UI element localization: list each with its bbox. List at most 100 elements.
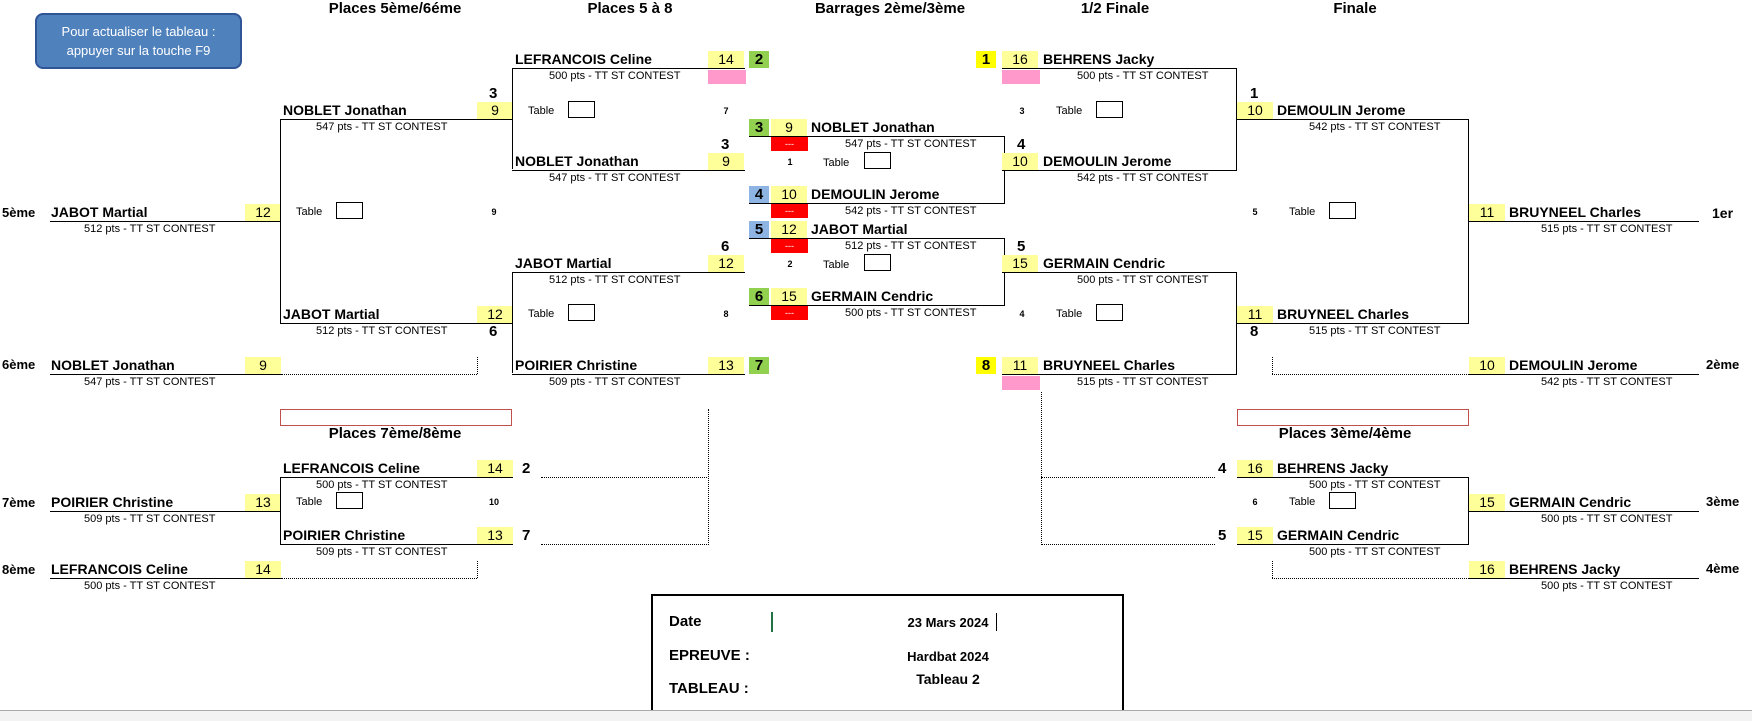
match-number: 2: [787, 259, 793, 269]
player-name: BRUYNEEL Charles: [1509, 204, 1642, 220]
score-cell: 13: [477, 527, 513, 544]
player-name: POIRIER Christine: [515, 357, 638, 373]
sheet-tabs-bar[interactable]: [0, 710, 1752, 721]
score-cell: 11: [1237, 306, 1273, 323]
table-label: Table: [823, 259, 850, 271]
score-cell: 9: [245, 357, 281, 374]
match-number: 1: [787, 157, 793, 167]
table-input[interactable]: [1329, 202, 1356, 219]
player-points: 512 pts - TT ST CONTEST: [316, 325, 448, 337]
player-name: JABOT Martial: [51, 204, 148, 220]
player-points: 542 pts - TT ST CONTEST: [1077, 172, 1209, 184]
score-cell: 12: [477, 306, 513, 323]
player-points: 542 pts - TT ST CONTEST: [1541, 376, 1673, 388]
match-number: 7: [723, 106, 729, 116]
score-cell: 12: [771, 221, 807, 238]
player-name: GERMAIN Cendric: [1043, 255, 1166, 271]
score-cell: 10: [1237, 102, 1273, 119]
header-places-7-8: Places 7ème/8ème: [328, 425, 462, 442]
table-input[interactable]: [336, 202, 363, 219]
player-name: JABOT Martial: [811, 221, 908, 237]
seed-badge: 8: [976, 357, 996, 374]
player-name: NOBLET Jonathan: [283, 102, 407, 118]
score-cell: 12: [245, 204, 281, 221]
player-name: NOBLET Jonathan: [515, 153, 639, 169]
table-label: Table: [296, 206, 323, 218]
player-name: BRUYNEEL Charles: [1277, 306, 1410, 322]
match-number: 6: [1252, 497, 1258, 507]
score-cell: 15: [771, 288, 807, 305]
score-cell: 16: [1237, 460, 1273, 477]
player-points: 547 pts - TT ST CONTEST: [845, 138, 977, 150]
header-finale: Finale: [1333, 0, 1377, 17]
info-box: Date 23 Mars 2024 EPREUVE : Hardbat 2024…: [651, 594, 1124, 714]
table-input[interactable]: [568, 101, 595, 118]
header-demi-finale: 1/2 Finale: [1080, 0, 1150, 17]
date-value[interactable]: 23 Mars 2024: [907, 615, 989, 630]
table-label: Table: [1289, 496, 1316, 508]
seed-badge: 1: [976, 51, 996, 68]
player-points: 500 pts - TT ST CONTEST: [1541, 580, 1673, 592]
score-cell: 9: [708, 153, 744, 170]
match-number: 10: [488, 497, 499, 507]
score-cell: 13: [708, 357, 744, 374]
date-label: Date: [669, 613, 702, 630]
score-cell: 16: [1469, 561, 1505, 578]
table-label: Table: [1289, 206, 1316, 218]
score-cell: 14: [477, 460, 513, 477]
player-name: GERMAIN Cendric: [1277, 527, 1400, 543]
table-label: Table: [1056, 105, 1083, 117]
player-name: DEMOULIN Jerome: [1043, 153, 1172, 169]
table-label: Table: [528, 105, 555, 117]
place-label-4: 4ème: [1706, 561, 1740, 576]
player-points: 512 pts - TT ST CONTEST: [549, 274, 681, 286]
epreuve-label: EPREUVE :: [669, 647, 750, 664]
seed-badge: 6: [749, 288, 769, 305]
player-name: DEMOULIN Jerome: [1509, 357, 1638, 373]
match-number: 8: [723, 309, 729, 319]
player-name: POIRIER Christine: [283, 527, 406, 543]
table-input[interactable]: [864, 254, 891, 271]
match-number: 4: [1019, 309, 1025, 319]
score-cell: 10: [1469, 357, 1505, 374]
player-points: 512 pts - TT ST CONTEST: [84, 223, 216, 235]
score-cell: 9: [477, 102, 513, 119]
player-points: 515 pts - TT ST CONTEST: [1309, 325, 1441, 337]
table-input[interactable]: [1096, 101, 1123, 118]
empty-cell: [280, 409, 512, 426]
player-points: 547 pts - TT ST CONTEST: [549, 172, 681, 184]
match-number: 5: [1252, 207, 1258, 217]
table-input[interactable]: [864, 152, 891, 169]
seed-badge: 3: [749, 119, 769, 136]
seed-number: 2: [522, 460, 531, 477]
status-cell: ---: [771, 239, 808, 253]
table-input[interactable]: [336, 492, 363, 509]
seed-number: 7: [522, 527, 531, 544]
seed-number: 6: [489, 323, 498, 340]
status-cell: ---: [771, 306, 808, 320]
table-input[interactable]: [568, 304, 595, 321]
header-places-5-6: Places 5ème/6éme: [328, 0, 462, 17]
score-cell: 11: [1002, 357, 1038, 374]
player-name: JABOT Martial: [515, 255, 612, 271]
table-input[interactable]: [1096, 304, 1123, 321]
status-cell: ---: [771, 204, 808, 218]
score-cell: 15: [1469, 494, 1505, 511]
player-points: 509 pts - TT ST CONTEST: [549, 376, 681, 388]
refresh-instruction-button[interactable]: Pour actualiser le tableau : appuyer sur…: [35, 13, 242, 69]
player-points: 500 pts - TT ST CONTEST: [549, 70, 681, 82]
player-name: NOBLET Jonathan: [51, 357, 175, 373]
place-label-6: 6ème: [2, 357, 36, 372]
player-points: 500 pts - TT ST CONTEST: [1309, 546, 1441, 558]
player-points: 547 pts - TT ST CONTEST: [84, 376, 216, 388]
score-cell: 11: [1469, 204, 1505, 221]
player-name: LEFRANCOIS Celine: [515, 51, 652, 67]
score-cell: 14: [708, 51, 744, 68]
score-cell: 10: [1002, 153, 1038, 170]
player-points: 500 pts - TT ST CONTEST: [1541, 513, 1673, 525]
score-cell: 13: [245, 494, 281, 511]
seed-badge: 5: [749, 221, 769, 238]
table-label: Table: [528, 308, 555, 320]
table-input[interactable]: [1329, 492, 1356, 509]
match-number: 3: [1019, 106, 1025, 116]
